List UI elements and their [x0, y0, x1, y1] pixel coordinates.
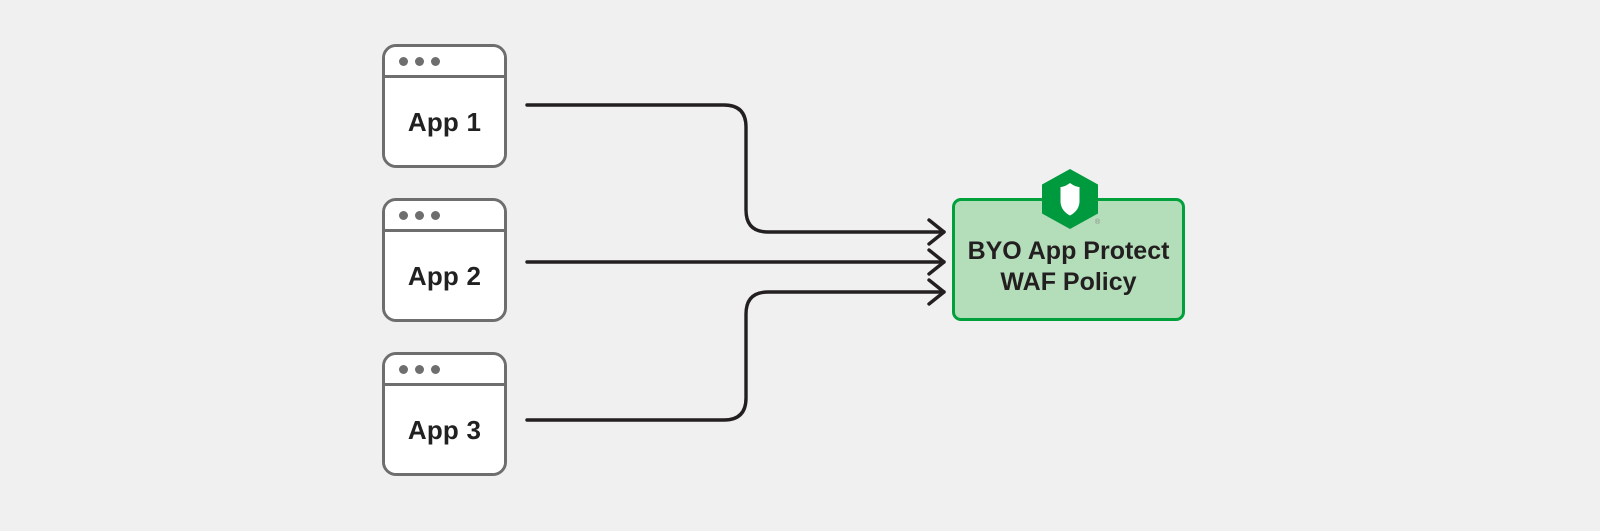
trademark-symbol: ®: [1095, 219, 1101, 226]
window-dot-icon: [415, 56, 424, 66]
app-window-2[interactable]: App 2: [382, 198, 507, 322]
connector-app-1: [525, 103, 946, 234]
window-dot-icon: [415, 210, 424, 220]
app-1-titlebar: [385, 47, 504, 78]
shield-hexagon-svg: [1042, 169, 1098, 229]
app-1-label: App 1: [407, 106, 482, 137]
app-3-body: App 3: [385, 386, 504, 473]
policy-box-line-1: BYO App Protect: [967, 237, 1170, 265]
arrowhead-app-1-icon: [927, 218, 946, 246]
window-dot-icon: [415, 364, 424, 374]
window-dot-icon: [431, 364, 440, 374]
app-2-body: App 2: [385, 232, 504, 319]
app-1-body: App 1: [385, 78, 504, 165]
shield-hexagon-icon: [1041, 168, 1099, 230]
window-dot-icon: [399, 56, 408, 66]
app-window-3[interactable]: App 3: [382, 352, 507, 476]
window-dot-icon: [431, 210, 440, 220]
window-dot-icon: [399, 364, 408, 374]
window-dot-icon: [431, 56, 440, 66]
arrowhead-app-3-icon: [927, 278, 946, 306]
policy-box-line-2: WAF Policy: [1000, 267, 1137, 296]
app-window-1[interactable]: App 1: [382, 44, 507, 168]
connector-app-3: [525, 290, 946, 422]
app-2-titlebar: [385, 201, 504, 232]
window-dot-icon: [399, 210, 408, 220]
app-2-label: App 2: [407, 260, 482, 291]
policy-box-text: BYO App Protect WAF Policy: [968, 222, 1170, 297]
arrowhead-app-2-icon: [927, 248, 946, 276]
shield-shape: [1060, 183, 1080, 216]
app-3-label: App 3: [407, 414, 482, 445]
app-3-titlebar: [385, 355, 504, 386]
